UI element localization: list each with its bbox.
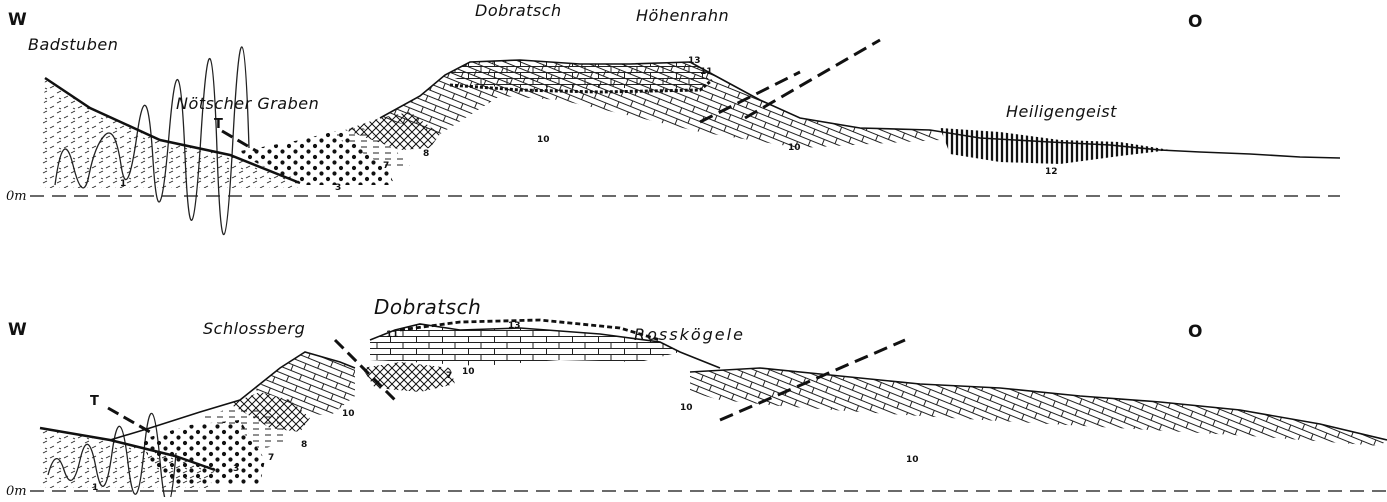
upper-unit-label-1: 1 bbox=[120, 180, 126, 189]
lower-place-rosskoegele: Rosskögele bbox=[634, 327, 745, 343]
lower-unit-label-7b: 7 bbox=[446, 372, 452, 381]
upper-unit-label-13: 13 bbox=[688, 57, 701, 66]
upper-unit-label-7: 7 bbox=[383, 162, 389, 171]
upper-unit-label-8: 8 bbox=[423, 150, 429, 159]
upper-place-hoehenrahn: Höhenrahn bbox=[636, 8, 729, 24]
upper-place-badstuben: Badstuben bbox=[28, 37, 118, 53]
upper-fault-east-1 bbox=[745, 40, 880, 118]
upper-unit-label-10a: 10 bbox=[537, 136, 550, 145]
lower-unit-label-8: 8 bbox=[301, 441, 307, 450]
upper-unit-label-10b: 10 bbox=[788, 144, 801, 153]
upper-unit-label-12: 12 bbox=[1045, 168, 1058, 177]
lower-unit-label-10c: 10 bbox=[680, 404, 693, 413]
upper-unit-12-vertical-hatch bbox=[940, 128, 1170, 164]
lower-east-label: O bbox=[1188, 324, 1202, 341]
lower-unit-label-11: 11 bbox=[386, 331, 399, 340]
lower-fault-t-label: T bbox=[90, 395, 99, 408]
lower-unit-10-east-limestone bbox=[690, 368, 1387, 446]
lower-unit-label-10b: 10 bbox=[462, 368, 475, 377]
upper-west-label: W bbox=[8, 12, 27, 29]
upper-place-heiligengeist: Heiligengeist bbox=[1006, 104, 1117, 120]
lower-unit-label-13: 13 bbox=[508, 322, 521, 331]
lower-unit-label-1: 1 bbox=[92, 484, 98, 493]
lower-place-schlossberg: Schlossberg bbox=[203, 321, 305, 337]
lower-unit-label-3: 3 bbox=[233, 465, 239, 474]
lower-fault-t bbox=[108, 408, 150, 432]
upper-unit-label-3: 3 bbox=[335, 184, 341, 193]
upper-east-label: O bbox=[1188, 14, 1202, 31]
upper-baseline-label: 0m bbox=[6, 190, 27, 203]
upper-fault-t-label: T bbox=[214, 118, 223, 131]
lower-west-label: W bbox=[8, 322, 27, 339]
lower-unit-label-10a: 10 bbox=[342, 410, 355, 419]
lower-unit-7-8-dobratsch-base bbox=[362, 362, 455, 392]
lower-unit-label-10d: 10 bbox=[906, 456, 919, 465]
lower-baseline-label: 0m bbox=[6, 485, 27, 498]
upper-place-noetscher-graben: Nötscher Graben bbox=[176, 96, 319, 112]
upper-unit-label-11: 11 bbox=[700, 68, 713, 77]
lower-unit-label-7: 7 bbox=[268, 454, 274, 463]
lower-place-dobratsch: Dobratsch bbox=[374, 297, 481, 317]
upper-place-dobratsch: Dobratsch bbox=[475, 3, 562, 19]
upper-profile bbox=[30, 40, 1340, 235]
